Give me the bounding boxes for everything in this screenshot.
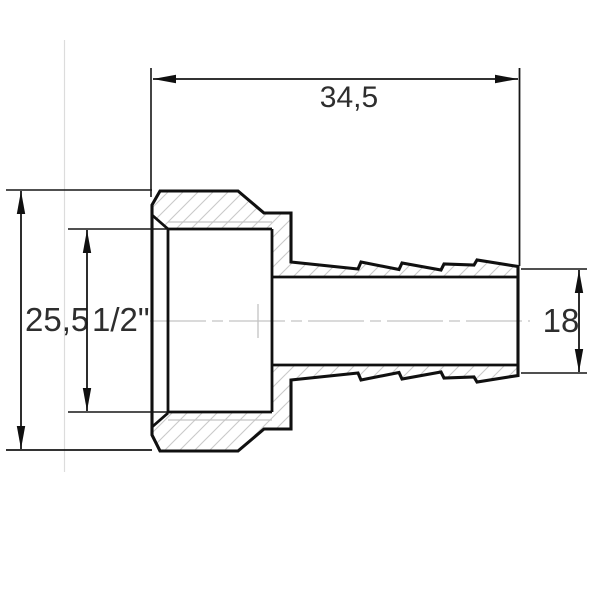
arrow-down-icon [574, 349, 584, 372]
dim-label-top-length: 34,5 [320, 81, 378, 114]
fitting-body [150, 189, 530, 453]
thread-crest-lines [168, 221, 272, 421]
dimension-right-diameter: 18 [521, 268, 587, 374]
hatch-hex-top [152, 191, 291, 277]
bore-lines [151, 213, 518, 429]
arrow-left-icon [153, 74, 176, 84]
arrow-right-icon [495, 74, 518, 84]
arrow-up-icon [16, 191, 26, 214]
dimension-thread-size: 1/2" [68, 228, 167, 413]
hatch-barb-bottom [291, 365, 518, 382]
hatch-hex-bottom [152, 365, 291, 451]
outer-profile [150, 189, 520, 453]
dim-label-left-height: 25,5 [25, 301, 89, 338]
arrow-down-icon [16, 426, 26, 449]
arrow-up-icon [82, 230, 92, 253]
dimension-left-height: 25,5 [6, 189, 152, 451]
dim-label-thread-size: 1/2" [92, 301, 150, 338]
section-hatch [152, 191, 518, 451]
arrow-down-icon [82, 388, 92, 411]
arrow-up-icon [574, 270, 584, 293]
hatch-barb-top [291, 260, 518, 277]
dimension-top-length: 34,5 [150, 68, 521, 266]
dim-label-right-diameter: 18 [543, 302, 580, 339]
